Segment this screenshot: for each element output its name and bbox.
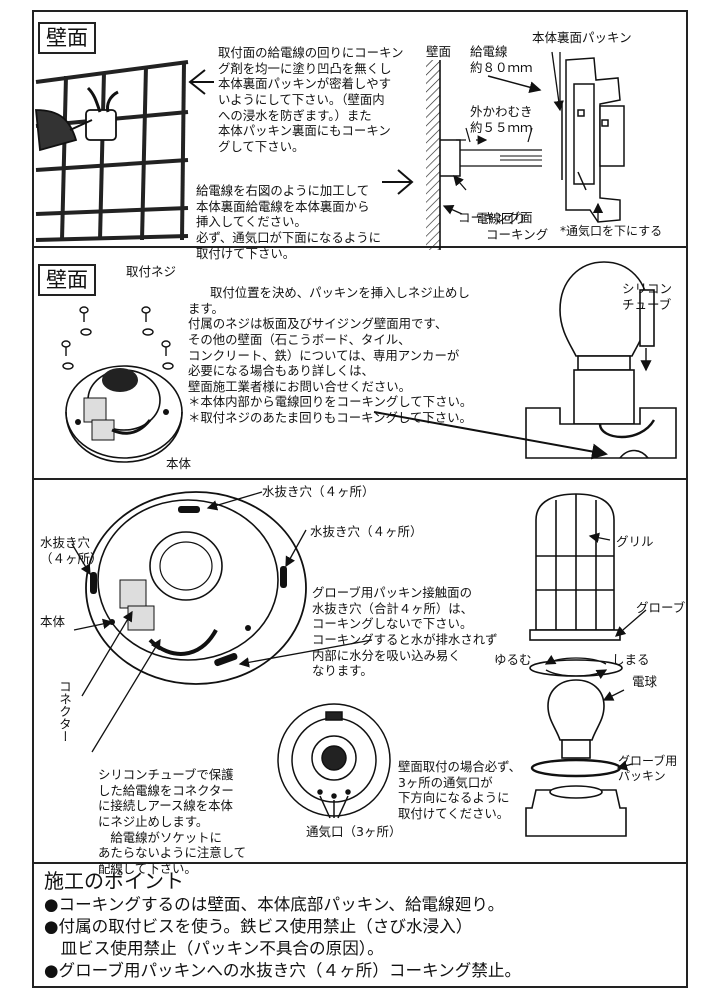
arrow-right-1 [382, 169, 414, 195]
page-frame [32, 10, 688, 988]
label-drain-left: 水抜き穴（４ヶ所） [40, 535, 103, 566]
label-grill: グリル [616, 534, 654, 549]
mounting-base-illustration [65, 365, 183, 463]
label-vent-down: *通気口を下にする [560, 224, 663, 238]
points-title: 施工のポイント [44, 869, 184, 893]
note-silicone: シリコンチューブで保護した給電線をコネクターに接続しアース線を本体にネジ止めしま… [98, 767, 247, 876]
label-vent3: 通気口（3ヶ所） [306, 824, 402, 839]
label-sheath: 外かわむき [470, 104, 533, 119]
point-line-4: ●グローブ用パッキンへの水抜き穴（４ヶ所）コーキング禁止。 [44, 961, 522, 980]
label-back-packing: 本体裏面パッキン [532, 30, 632, 45]
point-line-2: ●付属の取付ビスを使う。鉄ビス使用禁止（さび水浸入） [44, 917, 473, 936]
fixture-back-drawing [559, 52, 625, 223]
section2-tag: 壁面 [38, 264, 96, 296]
packing-leader [551, 51, 564, 112]
point-line-1: ●コーキングするのは壁面、本体底部パッキン、給電線廻り。 [44, 895, 505, 914]
wall-cross-section [426, 60, 542, 250]
section1-note2: 給電線を右図のように加工して本体裏面給電線を本体裏面から挿入してください。必ず、… [196, 183, 381, 261]
label-sheath-length: 約５５ｍｍ [470, 120, 533, 135]
exploded-leaders [544, 532, 647, 771]
point-line-3: 皿ビス使用禁止（パッキン不具合の原因）。 [44, 939, 384, 958]
label-screw: 取付ネジ [126, 264, 177, 279]
label-wall: 壁面 [426, 44, 452, 59]
note-vent: 壁面取付の場合必ず、3ヶ所の通気口が下方向になるように取付けてください。 [398, 759, 522, 821]
note-glove-packing: グローブ用パッキン接触面の水抜き穴（合計４ヶ所）は、コーキングしないで下さい。コ… [312, 585, 498, 679]
label-tighten: しまる [612, 652, 650, 667]
exploded-fixture-illustration [525, 493, 627, 837]
arrow-left-1 [188, 69, 214, 95]
label-body-3: 本体 [40, 614, 66, 629]
label-cable: 給電線 [470, 44, 508, 59]
label-connector: コネクター [57, 680, 72, 743]
label-loosen: ゆるむ [494, 652, 532, 667]
wall-grid-illustration [35, 60, 189, 242]
bulb-socket-illustration [525, 261, 677, 459]
section-divider-3 [32, 862, 688, 864]
label-cable-length: 約８０ｍｍ [470, 60, 533, 75]
label-globe-packing: グローブ用パッキン [618, 754, 678, 783]
label-drain-right: 水抜き穴（４ヶ所） [310, 524, 423, 539]
label-drain-top: 水抜き穴（４ヶ所） [262, 484, 375, 499]
section3-leaders [71, 491, 373, 753]
label-caulk-around: 電線回りコーキング [476, 211, 549, 242]
label-silicone-tube: シリコンチューブ [622, 281, 673, 312]
cable-caulk-illustration [35, 86, 119, 152]
label-globe: グローブ [636, 600, 686, 615]
section-divider-1 [32, 246, 688, 248]
section1-tag: 壁面 [38, 22, 96, 54]
screw-icons [61, 306, 174, 370]
label-bulb: 電球 [632, 674, 658, 689]
caulk-leader [373, 411, 608, 460]
vent-bottom-view-illustration [277, 703, 391, 819]
section-divider-2 [32, 478, 688, 480]
section1-note1: 取付面の給電線の回りにコーキング剤を均一に塗り凹凸を無くし本体裏面パッキンが密着… [218, 45, 404, 154]
section2-note: 取付位置を決め、パッキンを挿入しネジ止めします。付属のネジは板面及びサイジング壁… [188, 285, 473, 425]
label-caulk-face: コーキング面 [458, 210, 533, 225]
base-top-view-illustration [85, 491, 307, 685]
label-body-2: 本体 [166, 456, 192, 471]
